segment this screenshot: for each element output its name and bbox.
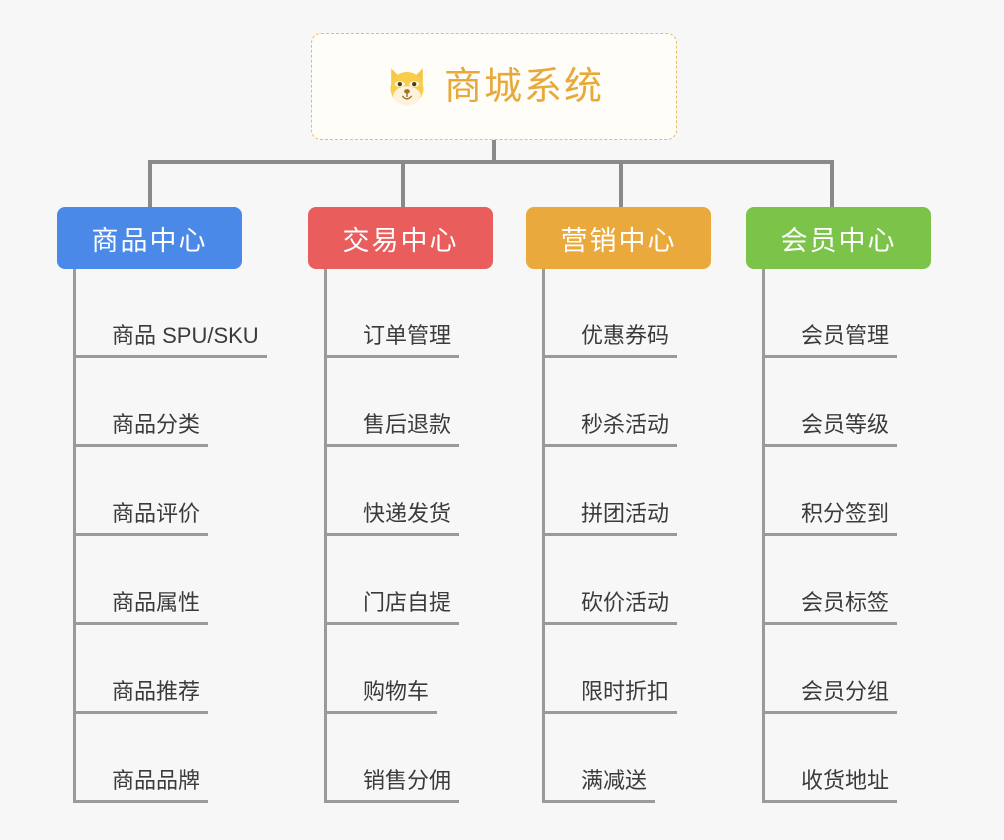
leaf-list-member-center: 会员管理 会员等级 积分签到 会员标签 会员分组 收货地址 <box>762 269 931 803</box>
leaf-label: 积分签到 <box>765 501 898 536</box>
category-header-trade-center[interactable]: 交易中心 <box>308 207 493 269</box>
category-column-product-center: 商品中心 商品 SPU/SKU 商品分类 商品评价 商品属性 商品推荐 商品品牌 <box>57 207 267 803</box>
list-item[interactable]: 会员分组 <box>765 625 931 714</box>
list-item[interactable]: 积分签到 <box>765 447 931 536</box>
leaf-label: 销售分佣 <box>327 768 460 803</box>
list-item[interactable]: 商品推荐 <box>76 625 267 714</box>
category-header-label: 商品中心 <box>91 225 208 256</box>
category-header-label: 营销中心 <box>560 225 677 256</box>
list-item[interactable]: 销售分佣 <box>327 714 493 803</box>
category-header-member-center[interactable]: 会员中心 <box>746 207 931 269</box>
list-item[interactable]: 快递发货 <box>327 447 493 536</box>
list-item[interactable]: 优惠券码 <box>545 269 711 358</box>
connector-drop-4 <box>830 160 834 208</box>
list-item[interactable]: 门店自提 <box>327 536 493 625</box>
leaf-list-marketing-center: 优惠券码 秒杀活动 拼团活动 砍价活动 限时折扣 满减送 <box>542 269 711 803</box>
leaf-label: 秒杀活动 <box>545 412 678 447</box>
leaf-label: 满减送 <box>545 768 656 803</box>
category-column-member-center: 会员中心 会员管理 会员等级 积分签到 会员标签 会员分组 收货地址 <box>746 207 931 803</box>
leaf-label: 会员分组 <box>765 679 898 714</box>
leaf-list-product-center: 商品 SPU/SKU 商品分类 商品评价 商品属性 商品推荐 商品品牌 <box>73 269 267 803</box>
list-item[interactable]: 商品评价 <box>76 447 267 536</box>
list-item[interactable]: 订单管理 <box>327 269 493 358</box>
category-header-marketing-center[interactable]: 营销中心 <box>526 207 711 269</box>
root-title: 商城系统 <box>443 65 604 108</box>
connector-drop-2 <box>401 160 405 208</box>
category-header-label: 会员中心 <box>780 225 897 256</box>
connector-drop-1 <box>148 160 152 208</box>
list-item[interactable]: 限时折扣 <box>545 625 711 714</box>
connector-drop-3 <box>619 160 623 208</box>
leaf-label: 门店自提 <box>327 590 460 625</box>
leaf-label: 商品属性 <box>76 590 209 625</box>
list-item[interactable]: 购物车 <box>327 625 493 714</box>
category-header-label: 交易中心 <box>342 225 459 256</box>
list-item[interactable]: 商品分类 <box>76 358 267 447</box>
leaf-label: 拼团活动 <box>545 501 678 536</box>
leaf-label: 商品 SPU/SKU <box>76 323 267 358</box>
list-item[interactable]: 砍价活动 <box>545 536 711 625</box>
leaf-label: 售后退款 <box>327 412 460 447</box>
leaf-label: 收货地址 <box>765 768 898 803</box>
list-item[interactable]: 会员标签 <box>765 536 931 625</box>
list-item[interactable]: 商品属性 <box>76 536 267 625</box>
connector-horizontal-bus <box>148 160 834 164</box>
leaf-label: 购物车 <box>327 679 438 714</box>
category-header-product-center[interactable]: 商品中心 <box>57 207 242 269</box>
leaf-label: 会员管理 <box>765 323 898 358</box>
connector-root-stem <box>492 140 496 163</box>
list-item[interactable]: 会员管理 <box>765 269 931 358</box>
list-item[interactable]: 商品品牌 <box>76 714 267 803</box>
category-column-trade-center: 交易中心 订单管理 售后退款 快递发货 门店自提 购物车 销售分佣 <box>308 207 493 803</box>
category-column-marketing-center: 营销中心 优惠券码 秒杀活动 拼团活动 砍价活动 限时折扣 满减送 <box>526 207 711 803</box>
leaf-label: 商品评价 <box>76 501 209 536</box>
leaf-label: 商品推荐 <box>76 679 209 714</box>
list-item[interactable]: 售后退款 <box>327 358 493 447</box>
list-item[interactable]: 会员等级 <box>765 358 931 447</box>
leaf-list-trade-center: 订单管理 售后退款 快递发货 门店自提 购物车 销售分佣 <box>324 269 493 803</box>
leaf-label: 会员标签 <box>765 590 898 625</box>
list-item[interactable]: 秒杀活动 <box>545 358 711 447</box>
root-node-shopping-mall-system[interactable]: 商城系统 <box>311 33 677 140</box>
list-item[interactable]: 满减送 <box>545 714 711 803</box>
leaf-label: 限时折扣 <box>545 679 678 714</box>
list-item[interactable]: 收货地址 <box>765 714 931 803</box>
list-item[interactable]: 商品 SPU/SKU <box>76 269 267 358</box>
list-item[interactable]: 拼团活动 <box>545 447 711 536</box>
leaf-label: 订单管理 <box>327 323 460 358</box>
leaf-label: 会员等级 <box>765 412 898 447</box>
leaf-label: 商品分类 <box>76 412 209 447</box>
leaf-label: 优惠券码 <box>545 323 678 358</box>
shiba-dog-face-icon <box>384 64 430 110</box>
leaf-label: 砍价活动 <box>545 590 678 625</box>
leaf-label: 商品品牌 <box>76 768 209 803</box>
leaf-label: 快递发货 <box>327 501 460 536</box>
